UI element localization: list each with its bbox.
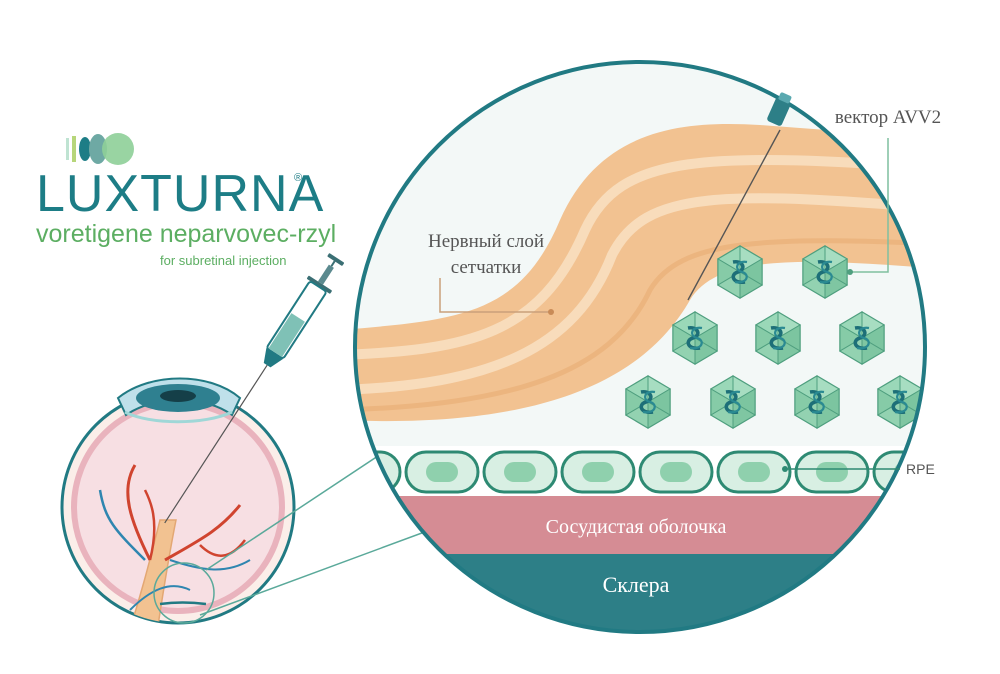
nerve-layer-label-1: Нервный слой [428,231,544,252]
generic-name: voretigene neparvovec-rzyl [36,220,337,248]
choroid-layer [355,496,925,554]
eye-cross-section-icon [60,377,296,625]
brand-name: LUXTURNA [36,165,325,223]
sclera-label: Склера [603,572,670,597]
rpe-label: RPE [906,461,935,477]
zoom-connector-top [205,447,391,571]
magnified-retina-view [353,60,927,634]
zoom-connector-bottom [199,529,431,616]
vector-leader [851,138,889,273]
logo-circles-icon [66,133,134,165]
injection-needle [687,129,781,301]
nerve-layer-leader [439,278,549,313]
nerve-layer-label-2: сетчатки [451,257,522,278]
registered-mark: ® [294,172,303,184]
route-of-administration: for subretinal injection [160,253,287,268]
needle-tip-icon [767,92,792,126]
syringe-icon [164,253,345,524]
vector-label: вектор AVV2 [835,107,941,128]
logo-mark [36,126,156,171]
choroid-label: Сосудистая оболочка [546,516,727,538]
